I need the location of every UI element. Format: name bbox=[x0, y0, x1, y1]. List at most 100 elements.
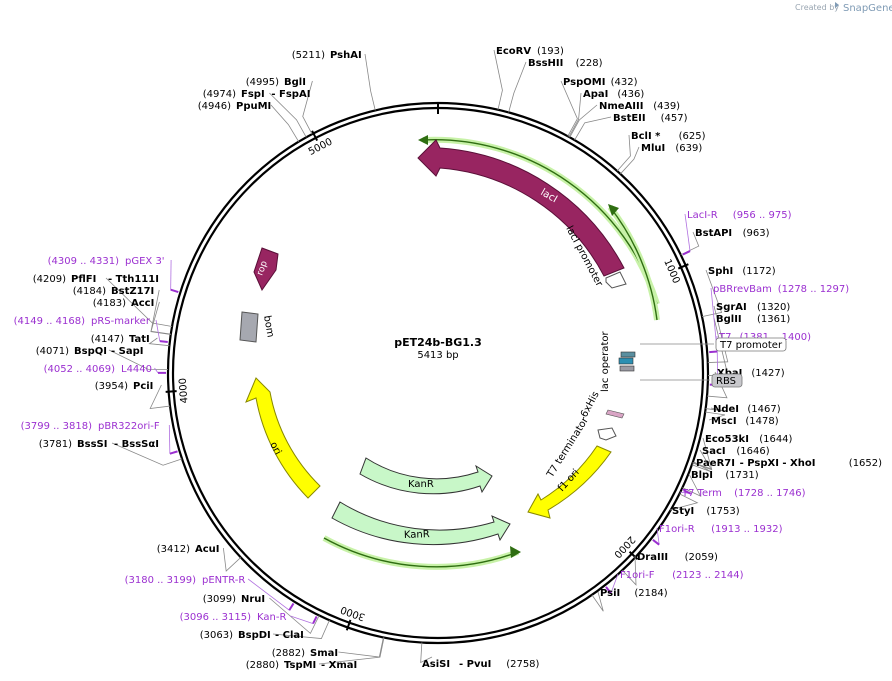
site-position: (3063) bbox=[200, 630, 233, 641]
primer-mark bbox=[605, 586, 612, 594]
primer-range: (3096 .. 3115) bbox=[180, 612, 252, 623]
site-extra-name: - Tth111I bbox=[108, 274, 159, 285]
primer-name: pRS-marker bbox=[91, 316, 151, 327]
primer-leader-line bbox=[656, 527, 660, 545]
primer-leader-line bbox=[290, 615, 314, 624]
site-leader-line bbox=[669, 493, 699, 511]
primer-range: (3799 .. 3818) bbox=[21, 421, 93, 432]
site-extra-name: - SapI bbox=[111, 346, 143, 357]
feature-lac-operator-label: lac operator bbox=[600, 331, 611, 392]
site-leader-line bbox=[707, 305, 729, 363]
site-leader-line bbox=[223, 547, 242, 572]
plasmid-name: pET24b-BG1.3 bbox=[394, 336, 482, 349]
site-name: BspDI bbox=[238, 630, 271, 641]
primer-mark bbox=[159, 340, 168, 344]
site-position: (1652) bbox=[849, 458, 882, 469]
site-name: BssHII bbox=[528, 58, 563, 69]
site-name: BstZ17I bbox=[111, 286, 154, 297]
site-leader-line bbox=[591, 591, 604, 612]
primer-mark bbox=[169, 450, 178, 455]
site-position: (1361) bbox=[757, 314, 790, 325]
site-leader-line bbox=[705, 407, 726, 412]
primer-marks bbox=[157, 250, 718, 625]
site-name: PspOMI bbox=[563, 77, 605, 88]
primer-name: T7 bbox=[718, 332, 731, 343]
site-name: SacI bbox=[702, 446, 726, 457]
site-position: (3781) bbox=[39, 439, 72, 450]
primer-arc-bottom-line bbox=[323, 537, 519, 568]
site-position: (4946) bbox=[198, 101, 231, 112]
site-leader-line bbox=[270, 104, 300, 142]
site-position: (3954) bbox=[95, 381, 128, 392]
site-position: (1478) bbox=[745, 416, 778, 427]
feature-rop bbox=[253, 247, 279, 292]
feature-rop-label: rop bbox=[255, 260, 270, 278]
site-extra-name: - ClaI bbox=[275, 630, 304, 641]
site-position: (2882) bbox=[272, 648, 305, 659]
site-position: (4147) bbox=[91, 334, 124, 345]
site-name: ApaI bbox=[583, 89, 608, 100]
site-name: SphI bbox=[708, 266, 733, 277]
site-position: (457) bbox=[661, 113, 688, 124]
site-name: BlpI bbox=[691, 470, 713, 481]
site-name: AccI bbox=[131, 298, 154, 309]
site-name: PsiI bbox=[600, 588, 620, 599]
site-name: Eco53kI bbox=[705, 434, 749, 445]
site-leader-line bbox=[150, 289, 171, 335]
site-leader-line bbox=[691, 461, 711, 472]
site-leader-line bbox=[508, 61, 527, 113]
site-leader-line bbox=[493, 49, 503, 110]
site-name: BclI * bbox=[631, 131, 661, 142]
primer-mark bbox=[652, 539, 660, 546]
primer-leader-line bbox=[247, 578, 290, 611]
primer-arc-right-line bbox=[609, 206, 658, 321]
site-position: (2059) bbox=[685, 552, 718, 563]
primer-name: pGEX 3' bbox=[125, 256, 165, 267]
primer-arc-lacI-arrowhead bbox=[418, 135, 428, 145]
site-leader-line bbox=[569, 104, 598, 138]
site-position: (4995) bbox=[246, 77, 279, 88]
site-leader-line bbox=[682, 473, 702, 497]
feature-boxed-label-bg bbox=[715, 337, 787, 352]
site-position: (1646) bbox=[736, 446, 769, 457]
site-name: BstAPI bbox=[695, 228, 732, 239]
feature-6xhis bbox=[605, 409, 625, 419]
site-leader-line bbox=[701, 269, 723, 318]
primer-leader-line bbox=[155, 319, 161, 342]
feature-f1-ori bbox=[527, 445, 612, 519]
site-name: BssSI bbox=[77, 439, 107, 450]
site-position: (3412) bbox=[157, 544, 190, 555]
site-name: SmaI bbox=[310, 648, 338, 659]
site-leader-line bbox=[338, 637, 384, 658]
site-position: (4209) bbox=[33, 274, 66, 285]
tick-mark bbox=[311, 130, 319, 141]
site-name: MluI bbox=[641, 143, 665, 154]
tick-mark bbox=[345, 619, 352, 631]
primer-range: (1278 .. 1297) bbox=[778, 284, 850, 295]
primer-mark bbox=[288, 602, 295, 611]
site-name: AsiSI bbox=[422, 659, 450, 670]
feature-bom-label: bom bbox=[261, 315, 276, 339]
site-position: (2880) bbox=[246, 660, 279, 671]
site-leader-line bbox=[108, 349, 169, 370]
site-leader-line bbox=[149, 384, 171, 409]
site-leader-line bbox=[269, 597, 320, 635]
site-leader-line bbox=[269, 92, 307, 138]
site-leader-line bbox=[568, 92, 582, 138]
primer-mark bbox=[683, 489, 692, 495]
site-name: TatI bbox=[129, 334, 150, 345]
site-position: (1172) bbox=[742, 266, 775, 277]
primer-name: F1ori-R bbox=[659, 524, 695, 535]
site-name: BglII bbox=[716, 314, 742, 325]
primer-leader-line bbox=[168, 424, 171, 454]
site-leader-line bbox=[148, 337, 170, 347]
site-name: BglI bbox=[284, 77, 306, 88]
feature-lac-operator-block bbox=[618, 357, 634, 365]
primer-range: (3180 .. 3199) bbox=[125, 575, 197, 586]
primer-name: F1ori-F bbox=[620, 570, 655, 581]
site-name: BspQI bbox=[74, 346, 107, 357]
site-position: (439) bbox=[653, 101, 680, 112]
credit-prefix: Created by bbox=[795, 3, 839, 12]
site-leader-lines bbox=[105, 49, 729, 665]
